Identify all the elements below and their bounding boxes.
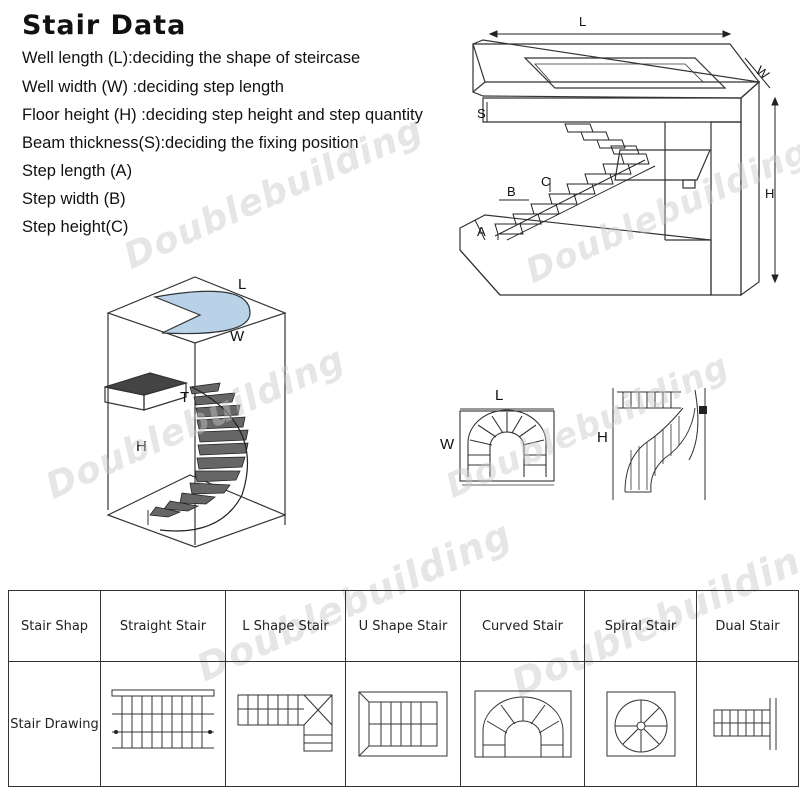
spec-step-height: Step height(C): [22, 218, 129, 236]
l-shape-stair-drawing: [225, 661, 346, 787]
curved-label-W: W: [440, 436, 455, 453]
page-title: Stair Data: [22, 10, 187, 41]
straight-stair-drawing: [100, 661, 226, 787]
spec-step-length: Step length (A): [22, 162, 133, 180]
label-B: B: [507, 184, 516, 199]
dual-stair-drawing: [696, 661, 799, 787]
label-W: W: [753, 63, 773, 83]
spec-beam-thickness: Beam thickness(S):deciding the fixing po…: [22, 134, 359, 152]
spiral-label-H: H: [136, 438, 147, 455]
table-row: Stair Shap Straight Stair L Shape Stair …: [8, 590, 799, 662]
label-S: S: [477, 106, 486, 121]
spiral-stair-diagram: L W T H: [104, 276, 287, 548]
curved-stair-drawing: [460, 661, 585, 787]
spiral-label-L: L: [238, 276, 246, 293]
stair-flight: [494, 123, 656, 241]
label-A: A: [477, 224, 486, 239]
label-C: C: [541, 174, 550, 189]
curved-label-L: L: [495, 387, 503, 404]
spec-well-length: Well length (L):deciding the shape of st…: [22, 49, 361, 67]
u-shape-stair-drawing: [345, 661, 461, 787]
spiral-label-T: T: [180, 389, 189, 406]
row-label-shape: Stair Shap: [8, 590, 101, 662]
col-straight-stair: Straight Stair: [100, 590, 226, 662]
curved-stair-plan: L W: [440, 387, 555, 486]
label-L: L: [579, 14, 586, 29]
spiral-label-W: W: [230, 328, 245, 345]
col-curved-stair: Curved Stair: [460, 590, 585, 662]
spec-step-width: Step width (B): [22, 190, 126, 208]
label-H: H: [765, 186, 774, 201]
col-l-shape-stair: L Shape Stair: [225, 590, 346, 662]
spec-well-width: Well width (W) :deciding step length: [22, 78, 284, 96]
curved-stair-elevation: H: [597, 388, 707, 500]
spec-floor-height: Floor height (H) :deciding step height a…: [22, 106, 423, 124]
col-dual-stair: Dual Stair: [696, 590, 799, 662]
stair-types-table: Stair Shap Straight Stair L Shape Stair …: [8, 590, 799, 787]
table-row: Stair Drawing: [8, 661, 799, 787]
col-u-shape-stair: U Shape Stair: [345, 590, 461, 662]
spiral-stair-drawing: [584, 661, 697, 787]
straight-stair-well-diagram: L W H S A B C: [459, 14, 779, 297]
col-spiral-stair: Spiral Stair: [584, 590, 697, 662]
curved-elev-label-H: H: [597, 429, 608, 446]
row-label-drawing: Stair Drawing: [8, 661, 101, 787]
